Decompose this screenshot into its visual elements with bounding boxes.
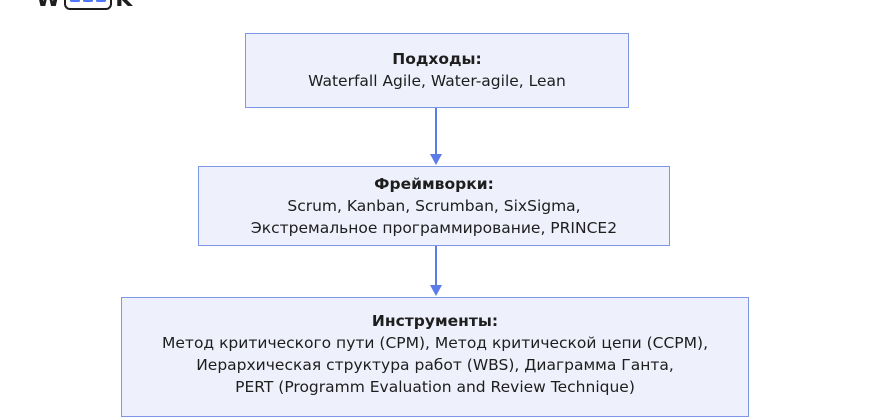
logo-letter-w: W <box>36 0 61 11</box>
logo-letter-k: K <box>115 0 133 11</box>
node-tools: Инструменты: Метод критического пути (CP… <box>121 297 749 417</box>
node-tools-line-3: PERT (Programm Evaluation and Review Tec… <box>235 378 635 396</box>
arrow-frameworks-to-tools-head <box>430 285 442 296</box>
weeek-logo: W K <box>36 0 133 11</box>
diagram-connectors <box>430 108 442 296</box>
node-frameworks-line-2: Экстремальное программирование, PRINCE2 <box>250 219 618 237</box>
node-frameworks-title: Фреймворки: <box>374 175 494 193</box>
logo-bars-icon <box>64 0 113 10</box>
node-tools-line-1: Метод критического пути (CPM), Метод кри… <box>162 334 708 352</box>
node-tools-line-2: Иерархическая структура работ (WBS), Диа… <box>196 356 674 374</box>
node-frameworks: Фреймворки: Scrum, Kanban, Scrumban, Six… <box>198 166 670 246</box>
node-approaches: Подходы: Waterfall Agile, Water-agile, L… <box>245 33 629 108</box>
node-approaches-title: Подходы: <box>392 50 482 68</box>
arrow-approaches-to-frameworks-head <box>430 154 442 165</box>
node-approaches-line-1: Waterfall Agile, Water-agile, Lean <box>308 72 566 90</box>
node-tools-title: Инструменты: <box>371 312 499 330</box>
node-frameworks-line-1: Scrum, Kanban, Scrumban, SixSigma, <box>287 197 581 215</box>
